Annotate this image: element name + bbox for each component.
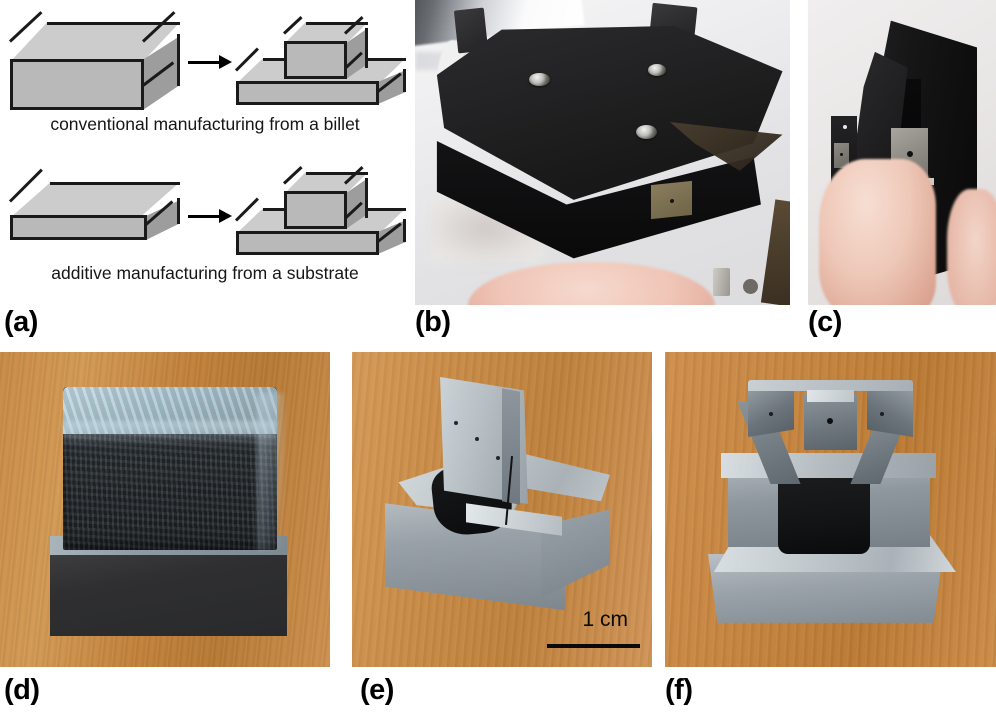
substrate-edge-4 [10,237,147,240]
substrate-plate-shape [8,168,180,244]
panel-d-photo [0,352,330,667]
result2-plate-edge-2 [236,231,379,234]
substrate-edge-1 [50,182,180,185]
deposit-gloss-highlight [62,421,278,447]
caption-conventional: conventional manufacturing from a billet [50,114,360,134]
bracket-hole-right [880,411,885,416]
result-cube-edge-2 [284,41,347,44]
fixture-square-plate [651,180,693,219]
hand-holding-fixture-side [819,158,936,305]
result-cube-edge-4 [344,41,347,79]
result2-plate-front [236,232,378,254]
panel-label-b: (b) [415,306,451,338]
result-plate-edge-2 [236,81,379,84]
background-pin-object [713,268,730,296]
fixture-counterbore-hole-1 [529,73,550,87]
plate-hole-3 [496,455,500,460]
dark-substrate-block [49,541,288,636]
result-plate-edge-3 [236,102,379,105]
plate-hole-1 [454,421,458,426]
result-cube-front [284,42,346,79]
bracket-head-notch [807,389,854,403]
bracket-hole-left [769,411,774,416]
bracket-wing-right [866,383,914,438]
fixture-side-screw-dot-1 [842,125,847,130]
bracket-central-pocket [777,478,871,554]
billet-outline-side-right [177,34,180,86]
result2-plate-edge-5 [236,231,239,255]
result2-cube-edge-1 [306,172,368,175]
fixture-counterbore-hole-3 [636,125,658,140]
panel-e-photo: 1 cm [352,352,652,667]
thumb-holding-fixture-side [947,189,996,305]
substrate-front-face [10,216,146,240]
arrow-head [219,55,232,69]
panel-label-e: (e) [360,674,394,706]
result2-plate-edge-3 [236,252,379,255]
substrate-edge-6 [144,215,147,240]
billet-front-face [10,60,143,110]
process-arrow-conventional [188,54,232,70]
result-plate-edge-6 [376,81,379,105]
bracket-wing-left [747,383,795,438]
scale-bar-label: 1 cm [582,608,628,632]
arrow-shaft [188,214,221,218]
result2-cube-edge-3 [284,191,287,229]
plate-hole-2 [475,437,479,442]
conventional-result-shape [234,16,406,116]
result-plate-edge-5 [236,81,239,105]
additive-result-shape [234,162,406,262]
substrate-edge-5 [10,215,13,240]
result-cube-edge-6 [365,28,368,68]
vertical-plate-edge [502,388,520,505]
substrate-edge-3 [10,215,147,218]
scale-bar-rule [547,644,640,649]
result2-cube-edge-4 [344,191,347,229]
arrow-shaft [188,60,221,64]
result-plate-front [236,82,378,104]
result-cube-top [284,22,368,44]
billet-outline-front-top [10,59,144,62]
arrow-head [219,209,232,223]
result-cube-edge-5 [284,76,347,79]
background-round-object [743,279,759,295]
result2-cube-top [284,172,368,194]
panel-f-photo [665,352,996,667]
billet-outline-front-bottom [10,107,144,110]
fixture-side-small-square [834,143,850,168]
deposit-right-highlight [257,392,284,551]
process-arrow-additive [188,208,232,224]
result-cube-edge-3 [284,41,287,79]
panel-b-photo [415,0,790,305]
panel-label-c: (c) [808,306,842,338]
panel-label-a: (a) [4,306,38,338]
billet-outline-top-back [47,22,180,25]
panel-c-photo [808,0,996,305]
result2-cube-edge-2 [284,191,347,194]
schematic-row-conventional [0,11,410,116]
bracket-middle-top-face [721,452,937,478]
substrate-edge-7 [177,198,180,224]
caption-additive: additive manufacturing from a substrate [51,263,359,283]
panel-label-d: (d) [4,674,40,706]
result2-cube-edge-5 [284,226,347,229]
panel-label-f: (f) [665,674,693,706]
bracket-wing-top-edge [747,380,914,392]
result2-plate-edge-6 [376,231,379,255]
billet-block-shape [8,11,180,110]
panel-a-schematic: conventional manufacturing from a billet [0,0,410,300]
result-plate-edge-7 [403,69,406,92]
result2-plate-edge-7 [403,219,406,242]
result-cube-edge-1 [306,22,368,25]
billet-outline-front-left [10,59,13,110]
result2-cube-edge-6 [365,178,368,218]
schematic-row-additive [0,160,410,260]
fixture-counterbore-hole-2 [647,64,667,77]
result2-cube-front [284,192,346,229]
